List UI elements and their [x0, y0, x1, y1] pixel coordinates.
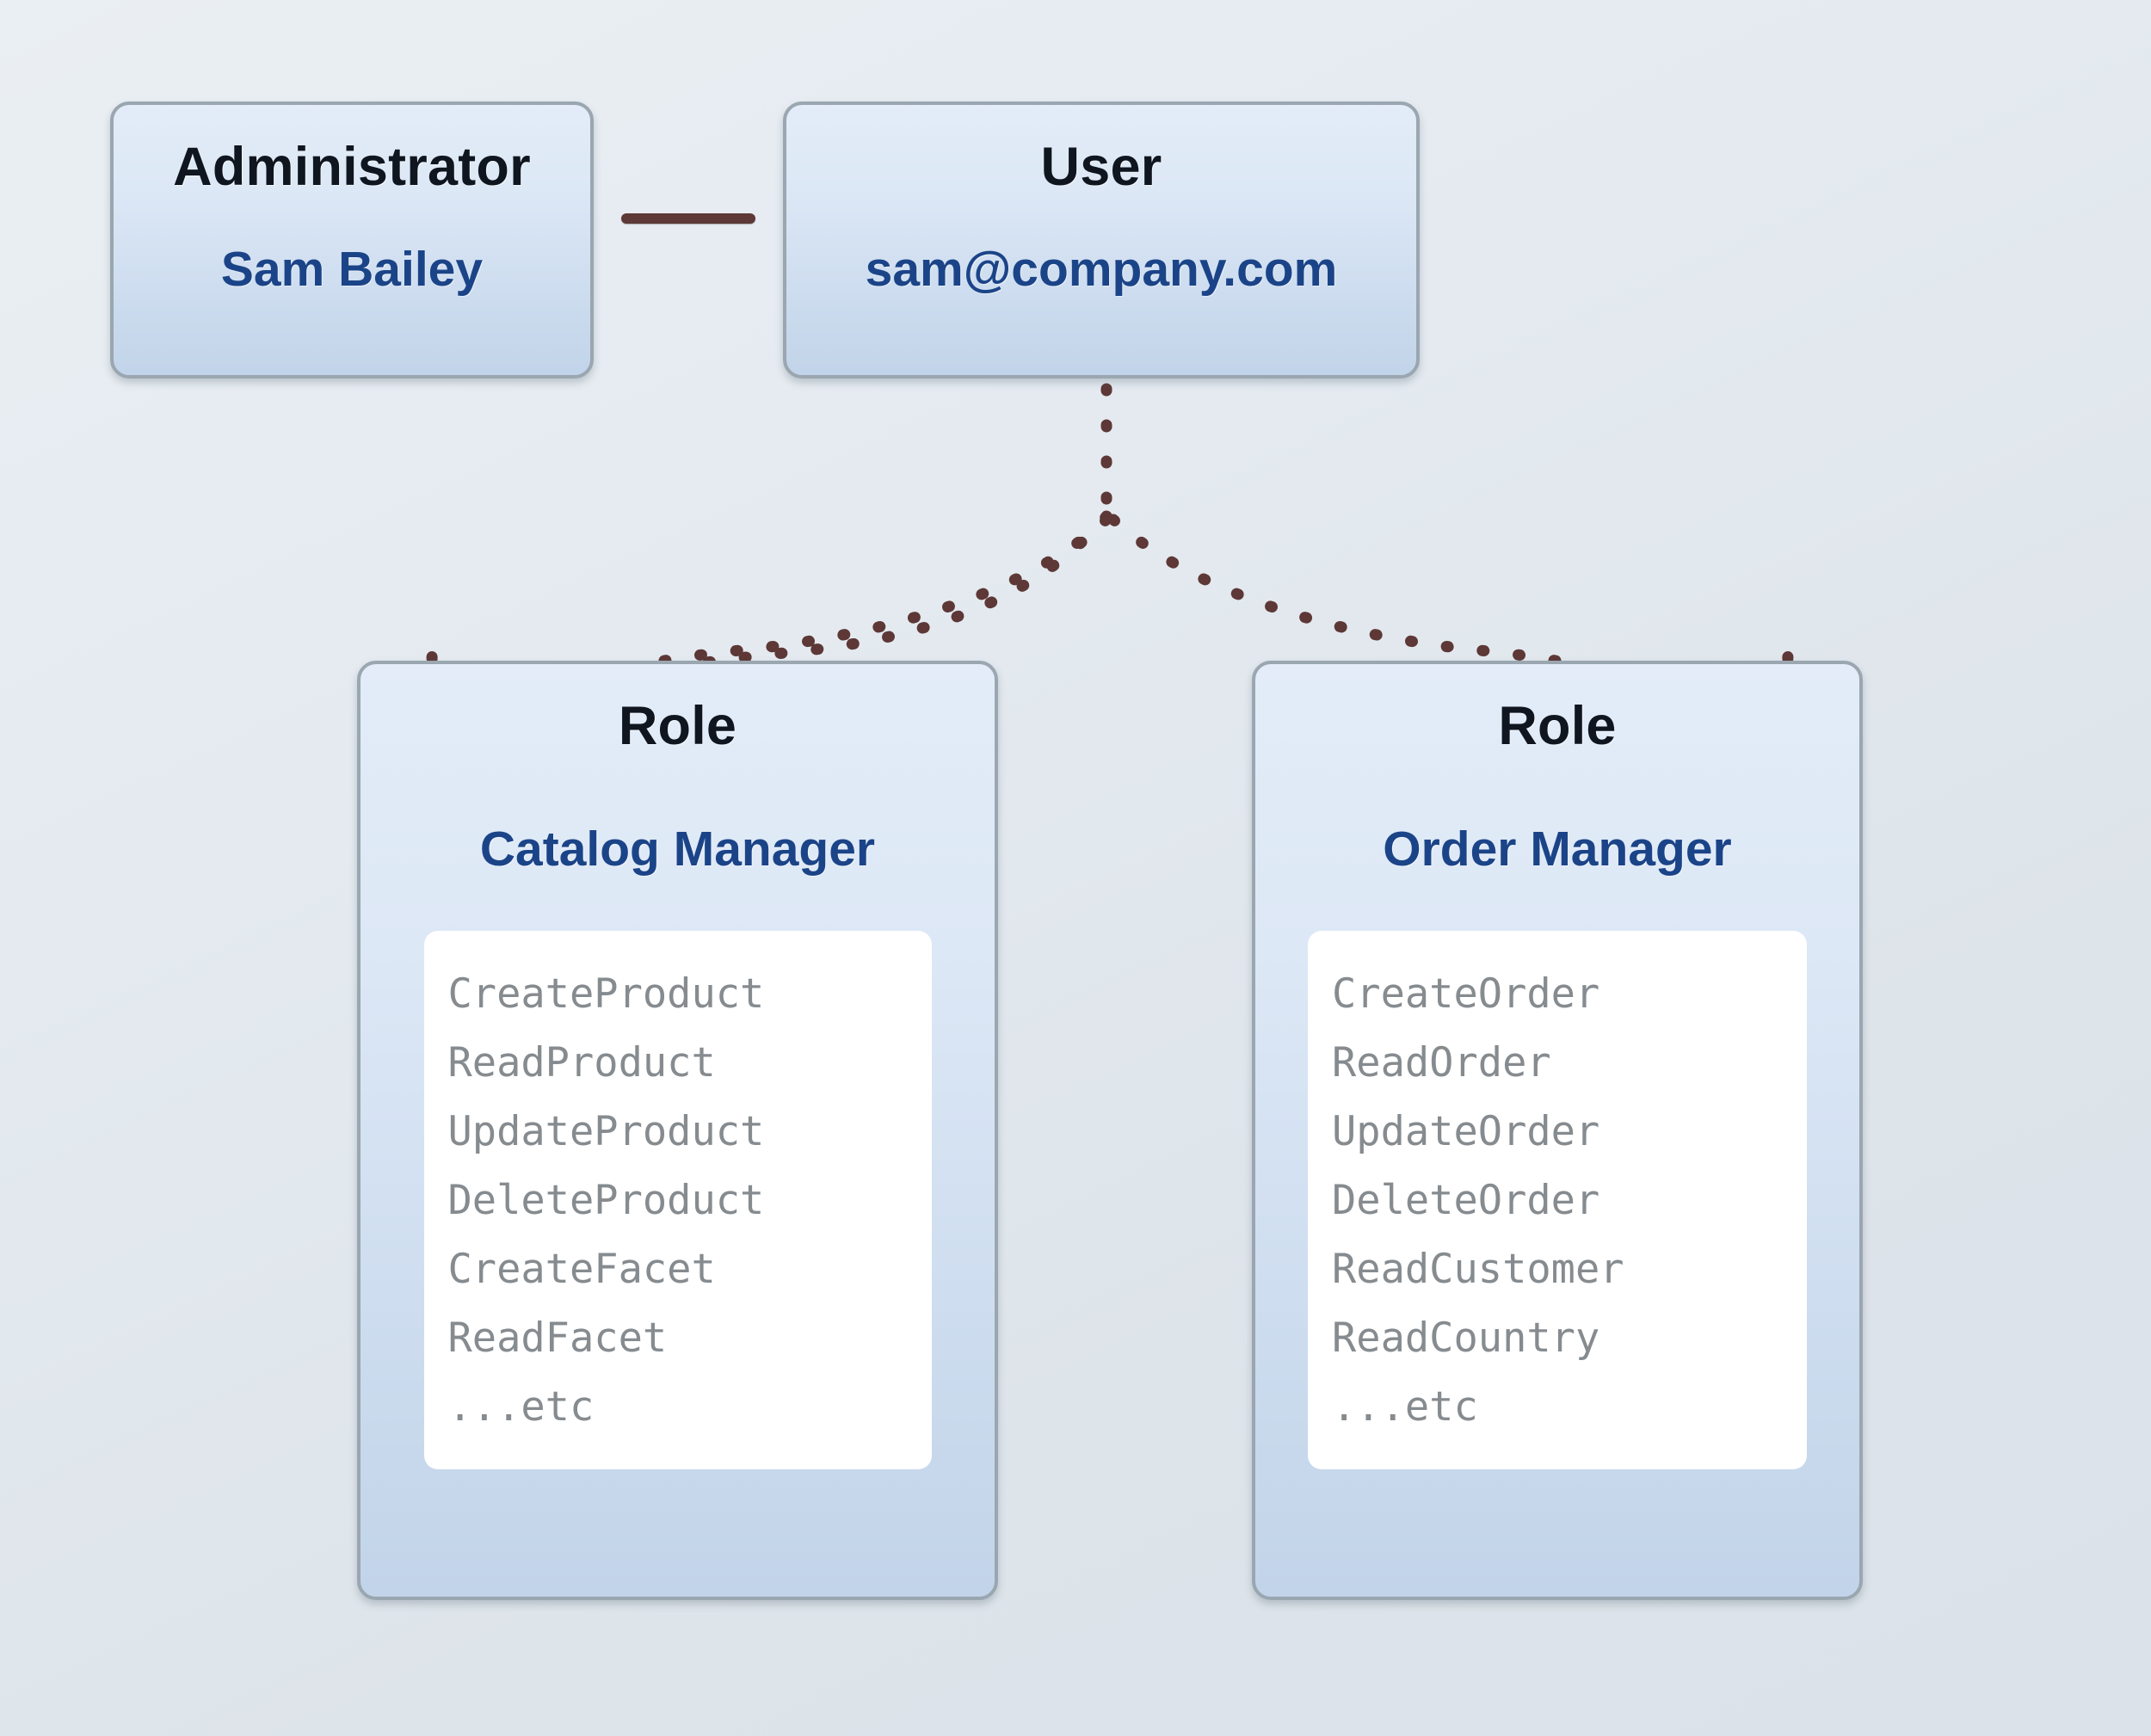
permission-item: ...etc: [1332, 1383, 1478, 1431]
permission-item: ...etc: [447, 1383, 595, 1431]
node-user-value: sam@company.com: [865, 242, 1338, 297]
permission-item: ReadCountry: [1332, 1314, 1600, 1362]
permission-item: ReadCustomer: [1332, 1246, 1624, 1293]
permission-item: DeleteProduct: [447, 1177, 765, 1224]
edge-administrator-user: [621, 213, 755, 224]
permission-item: ReadFacet: [447, 1314, 668, 1362]
node-role-catalog-manager-value: Catalog Manager: [479, 822, 876, 877]
permission-item: ReadOrder: [1332, 1039, 1551, 1087]
node-user-type: User: [1040, 137, 1162, 197]
permission-item: DeleteOrder: [1332, 1177, 1600, 1224]
node-role-order-manager-type: Role: [1498, 696, 1617, 756]
permission-item: CreateProduct: [447, 970, 765, 1018]
permission-item: CreateFacet: [447, 1246, 716, 1293]
node-administrator-type: Administrator: [173, 137, 531, 197]
permission-item: UpdateOrder: [1332, 1108, 1600, 1155]
node-administrator[interactable]: Administrator Sam Bailey: [110, 102, 594, 379]
node-user[interactable]: User sam@company.com: [783, 102, 1420, 379]
node-role-catalog-manager-type: Role: [618, 696, 737, 756]
permission-item: CreateOrder: [1332, 970, 1600, 1018]
node-administrator-value: Sam Bailey: [220, 242, 484, 297]
permission-item: ReadProduct: [447, 1039, 716, 1087]
node-role-order-manager-value: Order Manager: [1383, 822, 1732, 877]
permission-item: UpdateProduct: [447, 1108, 765, 1155]
